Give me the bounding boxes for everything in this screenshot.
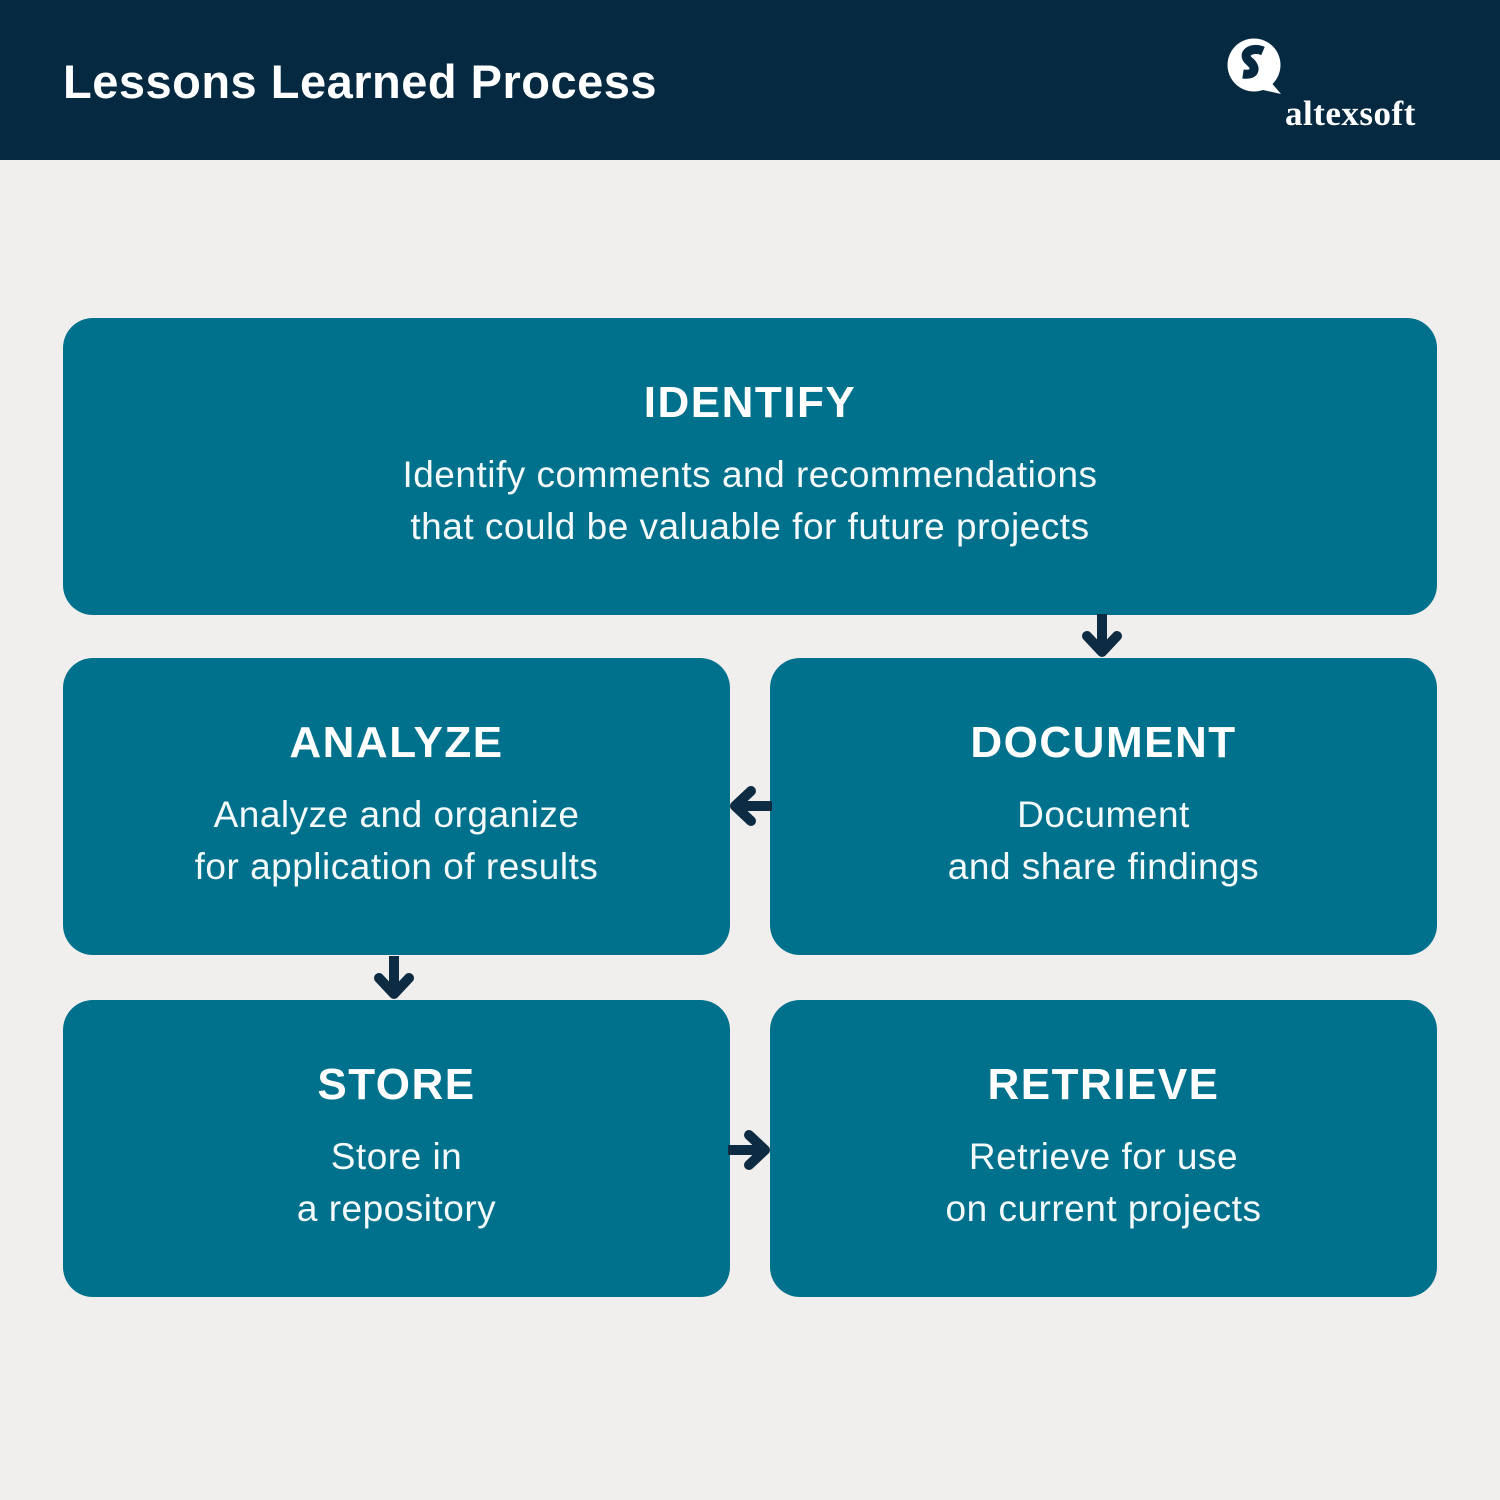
node-store-desc-line1: Store in [330,1135,463,1177]
altexsoft-logo-icon [1227,38,1281,94]
node-identify-title: IDENTIFY [643,377,857,427]
node-document-desc-line1: Document [1017,793,1190,835]
node-analyze: ANALYZE Analyze and organize for applica… [63,658,730,955]
node-document-title: DOCUMENT [970,717,1237,767]
node-retrieve-desc-line1: Retrieve for use [968,1135,1239,1177]
node-identify-desc-line1: Identify comments and recommendations [402,453,1098,495]
page-title: Lessons Learned Process [63,55,658,108]
node-analyze-desc-line2: for application of results [194,845,599,887]
node-analyze-desc-line1: Analyze and organize [213,793,580,835]
arrow-analyze-to-store-icon [372,954,416,1001]
node-retrieve-title: RETRIEVE [987,1059,1220,1109]
arrow-identify-to-document-icon [1080,612,1124,659]
node-identify-description: Identify comments and recommendations th… [402,449,1097,553]
node-store-desc-line2: a repository [296,1187,497,1229]
brand-name: altexsoft [1285,94,1416,133]
header: Lessons Learned Process altexsoft [0,0,1500,160]
node-analyze-description: Analyze and organize for application of … [195,789,599,893]
node-document-description: Document and share findings [948,789,1259,893]
node-store: STORE Store in a repository [63,1000,730,1297]
node-document: DOCUMENT Document and share findings [770,658,1437,955]
node-retrieve: RETRIEVE Retrieve for use on current pro… [770,1000,1437,1297]
node-retrieve-desc-line2: on current projects [945,1187,1262,1229]
node-document-desc-line2: and share findings [947,845,1260,887]
arrow-store-to-retrieve-icon [728,1130,774,1170]
node-store-title: STORE [317,1059,476,1109]
node-analyze-title: ANALYZE [289,717,504,767]
brand-logo: altexsoft [1227,38,1442,133]
node-retrieve-description: Retrieve for use on current projects [946,1131,1262,1235]
node-identify-desc-line2: that could be valuable for future projec… [410,505,1090,547]
node-identify: IDENTIFY Identify comments and recommend… [63,318,1437,615]
node-store-description: Store in a repository [297,1131,496,1235]
arrow-document-to-analyze-icon [726,786,772,826]
